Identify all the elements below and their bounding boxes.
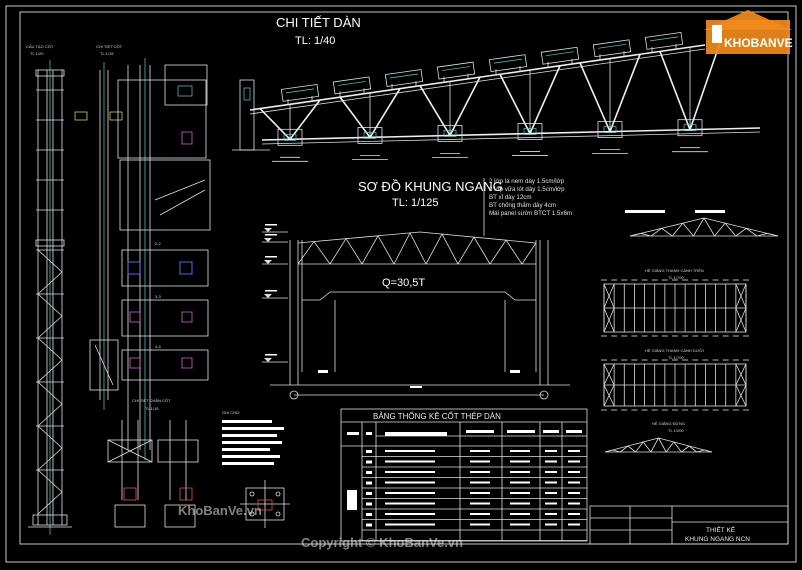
bracing-vertical-scale: TL 1/200 [668, 428, 684, 433]
column-foot-scale: TL 1/15 [145, 406, 159, 411]
column-lattice-bracing [36, 89, 64, 515]
foot-connection-detail [240, 480, 290, 528]
copyright-watermark: Copyright © KhoBanVe.vn [301, 535, 463, 550]
rebar-schedule-table: BẢNG THỐNG KÊ CỐT THÉP DÀN [340, 408, 588, 542]
column-detail-right: 2-2 3-3 4-4 [117, 58, 211, 460]
title-block: THIẾT KẾ KHUNG NGANG NCN [589, 505, 789, 545]
roof-panels [280, 31, 684, 105]
truss-detail-title: CHI TIẾT DÀN [276, 15, 361, 30]
right-views: HỆ GIẰNG THANH CÁNH TRÊN TL 1/700 HỆ GIẰ… [601, 210, 779, 453]
column-foot-title: CHI TIẾT CHÂN CỘT [132, 398, 171, 403]
column-detail-title: CHI TIẾT CỘT [96, 44, 123, 49]
title-block-line1: THIẾT KẾ [706, 524, 736, 534]
column-detail-view: CHI TIẾT CỘT TL 1/15 [74, 44, 123, 410]
vertical-bracing-elevation [604, 437, 713, 453]
roof-layer-2: 2 lớp vữa lót dày 1.5cm/lớp [489, 186, 565, 193]
title-block-line2: KHUNG NGANG NCN [685, 536, 750, 543]
bracing-top-title: HỆ GIẰNG THANH CÁNH TRÊN [645, 268, 704, 273]
bracing-top-scale: TL 1/700 [668, 275, 684, 280]
bracing-vertical-title: HỆ GIẰNG ĐỨNG [652, 421, 685, 426]
bracing-bottom-title: HỆ GIẰNG THANH CÁNH DƯỚI [645, 348, 704, 353]
frame-diagram-title: SƠ ĐỒ KHUNG NGANG [358, 179, 503, 194]
frame-diagram: SƠ ĐỒ KHUNG NGANG TL: 1/125 2 lớp lá nem… [262, 178, 572, 400]
truss-gusset-plates [272, 119, 708, 162]
logo-watermark: KHOBANVE [704, 10, 793, 54]
house-door-icon [712, 25, 722, 43]
frame-truss-webs [297, 232, 537, 265]
column-detail-scale: TL 1/15 [100, 51, 114, 56]
truss-detail: CHI TIẾT DÀN TL: 1/40 [232, 15, 761, 162]
sheet-inner-border [19, 11, 789, 545]
roof-layer-3: BT xỉ dày 12cm [489, 194, 532, 201]
column-foot-detail: CHI TIẾT CHÂN CỘT TL 1/15 [107, 398, 199, 528]
roof-layers-note: 2 lớp lá nem dày 1.5cm/lớp 2 lớp vữa lót… [483, 178, 572, 236]
bracing-top-plan [601, 279, 749, 337]
frame-diagram-scale: TL: 1/125 [392, 197, 438, 209]
bracing-bottom-scale: TL 1/700 [668, 355, 684, 360]
column-section-title: CẤU TẠO CỘT [26, 44, 54, 49]
truss-detail-scale: TL: 1/40 [295, 35, 335, 47]
bracing-bottom-plan [601, 359, 749, 411]
svg-text:4-4: 4-4 [155, 344, 162, 349]
column-section-view: CẤU TẠO CỘT TL 1/20 [26, 44, 72, 535]
center-watermark: KhoBanVe.vn [178, 503, 262, 518]
svg-text:3-3: 3-3 [155, 294, 162, 299]
roof-layer-5: Mái panel sườn BTCT 1.5x6m [489, 210, 572, 217]
elevation-markers [262, 224, 288, 363]
column-section-scale: TL 1/20 [30, 51, 44, 56]
truss-elevation-small [629, 217, 779, 237]
sheet-outer-border [5, 5, 797, 563]
logo-text: KHOBANVE [724, 36, 793, 50]
roof-layer-1: 2 lớp lá nem dày 1.5cm/lớp [489, 178, 565, 185]
table-title: BẢNG THỐNG KÊ CỐT THÉP DÀN [373, 411, 501, 421]
svg-text:2-2: 2-2 [155, 241, 162, 246]
house-roof-icon [704, 10, 792, 30]
roof-layer-4: BT chống thấm dày 4cm [489, 202, 556, 209]
table-grid [341, 422, 587, 541]
notes-heading: GHI CHÚ: [222, 410, 240, 415]
crane-load-label: Q=30,5T [382, 277, 425, 289]
notes-block: GHI CHÚ: [222, 410, 284, 465]
truss-web-members [259, 42, 721, 140]
